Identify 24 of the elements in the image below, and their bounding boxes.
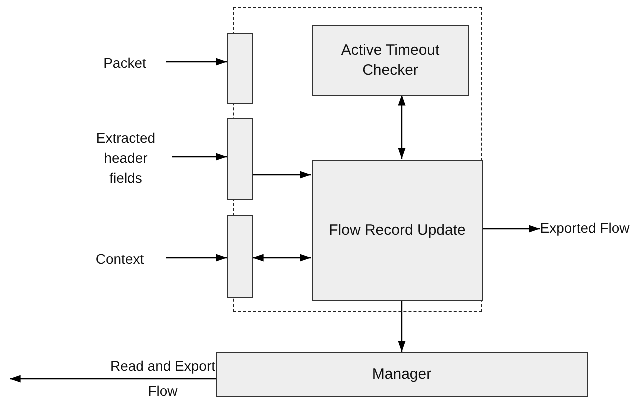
- arrow: [10, 375, 216, 383]
- arrow: [172, 153, 227, 161]
- buffer-bar: [227, 215, 253, 298]
- arrow: [253, 171, 311, 179]
- input-label: Exported Flow: [540, 219, 630, 238]
- box-label: Active Timeout Checker: [340, 40, 441, 80]
- edge-label: Read and Export Flow: [109, 357, 217, 401]
- input-label: Extracted header fields: [95, 129, 157, 188]
- arrow: [398, 95, 406, 159]
- buffer-bar: [227, 118, 253, 200]
- arrow: [166, 58, 227, 66]
- process-box: [216, 352, 588, 397]
- arrow: [398, 300, 406, 352]
- buffer-bar: [227, 33, 253, 104]
- process-box: [312, 25, 469, 96]
- input-label: Packet: [104, 54, 146, 73]
- arrow: [253, 254, 311, 262]
- process-box: [312, 160, 483, 301]
- dashed-boundary: [233, 7, 482, 312]
- box-label: Flow Record Update: [329, 220, 466, 240]
- input-label: Context: [96, 250, 144, 269]
- arrow: [166, 254, 227, 262]
- arrow: [482, 225, 540, 233]
- box-label: Manager: [372, 364, 432, 384]
